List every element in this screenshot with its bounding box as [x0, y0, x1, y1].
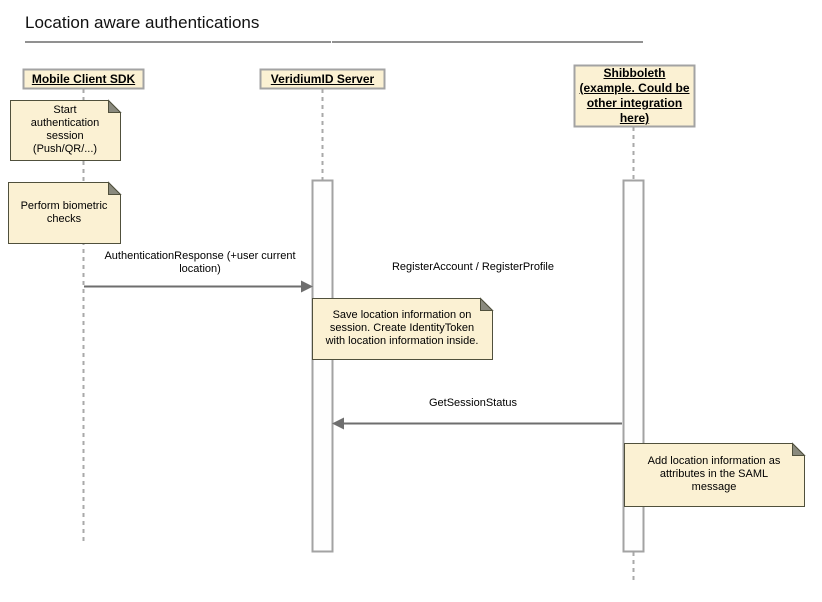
note-line: Add location information as	[647, 455, 781, 467]
participant-name: VeridiumID Server	[270, 71, 375, 86]
note-saml-attributes	[624, 443, 805, 507]
message-line: RegisterAccount / RegisterProfile	[391, 261, 554, 273]
note-line: attributes in the SAML	[659, 468, 769, 480]
title-rule-left	[25, 41, 331, 43]
message-label-authentication-response: AuthenticationResponse (+user current lo…	[78, 250, 322, 276]
note-line: Perform biometric	[20, 199, 108, 212]
arrowhead-right-icon	[301, 280, 313, 293]
note-line: message	[691, 481, 737, 493]
message-label-register-account: RegisterAccount / RegisterProfile	[373, 261, 573, 274]
note-line: (Push/QR/...)	[32, 143, 98, 155]
note-fold-icon	[108, 181, 122, 195]
activation-bar-veridium	[311, 179, 334, 553]
note-line: session. Create IdentityToken	[329, 322, 475, 334]
note-fold-icon	[792, 442, 806, 456]
title-rule-right	[332, 41, 643, 43]
note-line: Start	[53, 104, 77, 116]
message-line: AuthenticationResponse (+user current	[104, 250, 296, 262]
participant-label-veridium: VeridiumID Server	[260, 69, 385, 89]
note-line: authentication	[30, 117, 100, 129]
note-biometric-checks	[8, 182, 121, 244]
note-save-location	[312, 298, 493, 360]
note-text-start-session: Start authentication session (Push/QR/..…	[10, 100, 120, 160]
note-fold-icon	[480, 297, 494, 311]
participant-box-mobile	[22, 68, 145, 90]
note-text-saml-attributes: Add location information as attributes i…	[624, 443, 804, 506]
note-line: Save location information on	[332, 309, 472, 321]
note-fold-icon	[108, 99, 122, 113]
note-text-save-location: Save location information on session. Cr…	[312, 298, 492, 359]
page-title: Location aware authentications	[25, 13, 260, 32]
note-line: with location information inside.	[325, 335, 479, 347]
message-line: GetSessionStatus	[428, 397, 518, 409]
note-line: session	[46, 130, 84, 142]
note-text-biometric-checks: Perform biometric checks	[8, 182, 120, 243]
note-line: checks	[46, 212, 82, 225]
participant-box-shibboleth	[573, 64, 696, 128]
arrowhead-left-icon	[332, 417, 344, 430]
participant-name: Shibboleth	[603, 66, 666, 80]
message-line: location)	[179, 263, 221, 275]
participant-label-shibboleth: Shibboleth (example. Could be other inte…	[574, 65, 695, 127]
participant-name: here)	[619, 111, 650, 125]
note-start-session	[10, 100, 121, 161]
participant-name: Mobile Client SDK	[31, 71, 136, 86]
message-label-get-session-status: GetSessionStatus	[373, 397, 573, 410]
participant-name: (example. Could be	[579, 81, 690, 95]
participant-name: other integration	[586, 96, 683, 110]
participant-box-veridium	[259, 68, 386, 90]
participant-label-mobile: Mobile Client SDK	[23, 69, 144, 89]
